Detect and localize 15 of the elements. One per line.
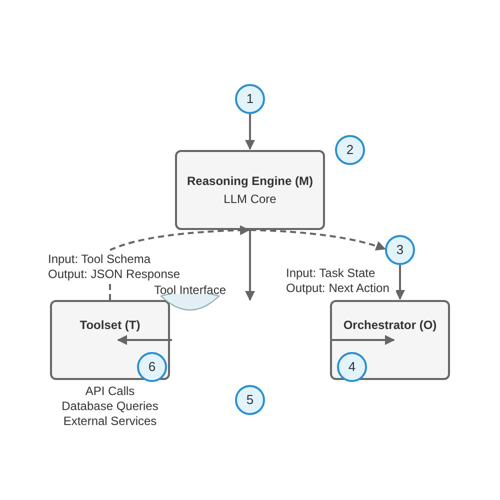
dashed-arrow (250, 229, 386, 251)
arrow (330, 335, 395, 345)
box-title: Toolset (T) (78, 317, 142, 334)
component-box (330, 300, 450, 380)
box-note: API Calls Database Queries External Services (60, 384, 160, 429)
arrow (395, 265, 405, 300)
arrow (245, 114, 255, 150)
process-box (175, 150, 325, 230)
edge-label: Input: Task State Output: Next Action (286, 266, 396, 296)
arrow (245, 230, 255, 301)
arrow (117, 335, 172, 345)
box-subtitle: LLM Core (224, 191, 276, 208)
box-title: Orchestrator (O) (342, 317, 438, 334)
interface-label: Tool Interface (152, 283, 228, 297)
box-title: Reasoning Engine (M) (187, 173, 313, 190)
